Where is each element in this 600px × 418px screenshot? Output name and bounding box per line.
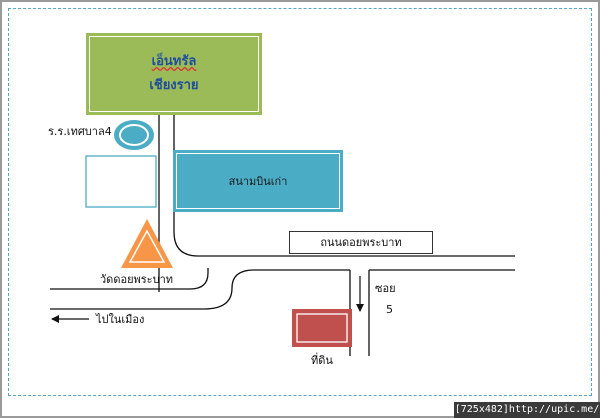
old-airport-box: สนามบินเก่า [173, 150, 343, 212]
hotel-box-inner: เอ็นทรัล เชียงราย [89, 36, 259, 112]
land-label: ที่ดิน [311, 354, 333, 367]
road-name-sign: ถนนดอยพระบาท [289, 231, 433, 254]
temple-label: วัดดอยพระบาท [100, 273, 173, 286]
hotel-city: เชียงราย [149, 78, 199, 93]
road-lower-edge [50, 269, 350, 310]
road-lower-curve [50, 268, 209, 290]
old-airport-label: สนามบินเก่า [228, 175, 288, 188]
temple-icon [121, 219, 173, 268]
road-name-label: ถนนดอยพระบาท [320, 235, 402, 249]
image-credit: [725x482]http://upic.me/ [454, 402, 600, 418]
to-city-label: ไปในเมือง [96, 313, 145, 326]
building-outline [85, 155, 157, 208]
old-airport-box-inner: สนามบินเก่า [176, 153, 340, 209]
road-right-edge-curve [173, 115, 515, 257]
soi-number: 5 [386, 303, 393, 316]
hotel-name: เอ็นทรัล [151, 54, 197, 69]
soi-label: ซอย [375, 282, 396, 295]
map-border [8, 8, 592, 396]
school-icon [114, 120, 154, 150]
hotel-box: เอ็นทรัล เชียงราย [86, 33, 262, 115]
land-plot-icon [292, 309, 352, 347]
school-label: ร.ร.เทศบาล4 [48, 125, 112, 138]
